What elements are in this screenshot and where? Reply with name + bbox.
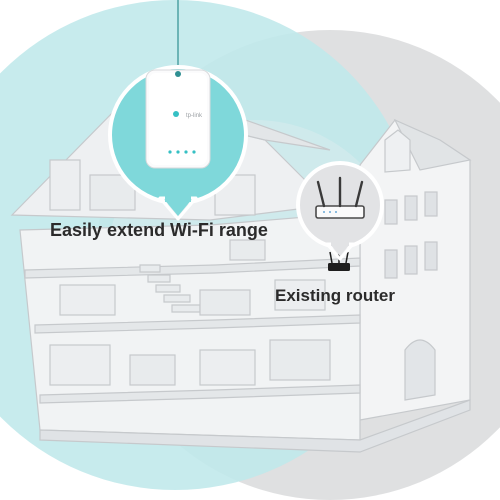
extender-caption: Easily extend Wi-Fi range bbox=[50, 220, 268, 240]
router-caption: Existing router bbox=[275, 286, 395, 305]
extender-cable-dot bbox=[175, 71, 181, 77]
wifi-router-icon bbox=[315, 176, 365, 219]
router-device bbox=[328, 251, 350, 271]
router-badge bbox=[296, 161, 384, 261]
extender-badge: tp-link bbox=[108, 0, 248, 221]
range-extender-icon bbox=[145, 69, 211, 169]
extender-brand-mark: tp-link bbox=[186, 113, 203, 119]
